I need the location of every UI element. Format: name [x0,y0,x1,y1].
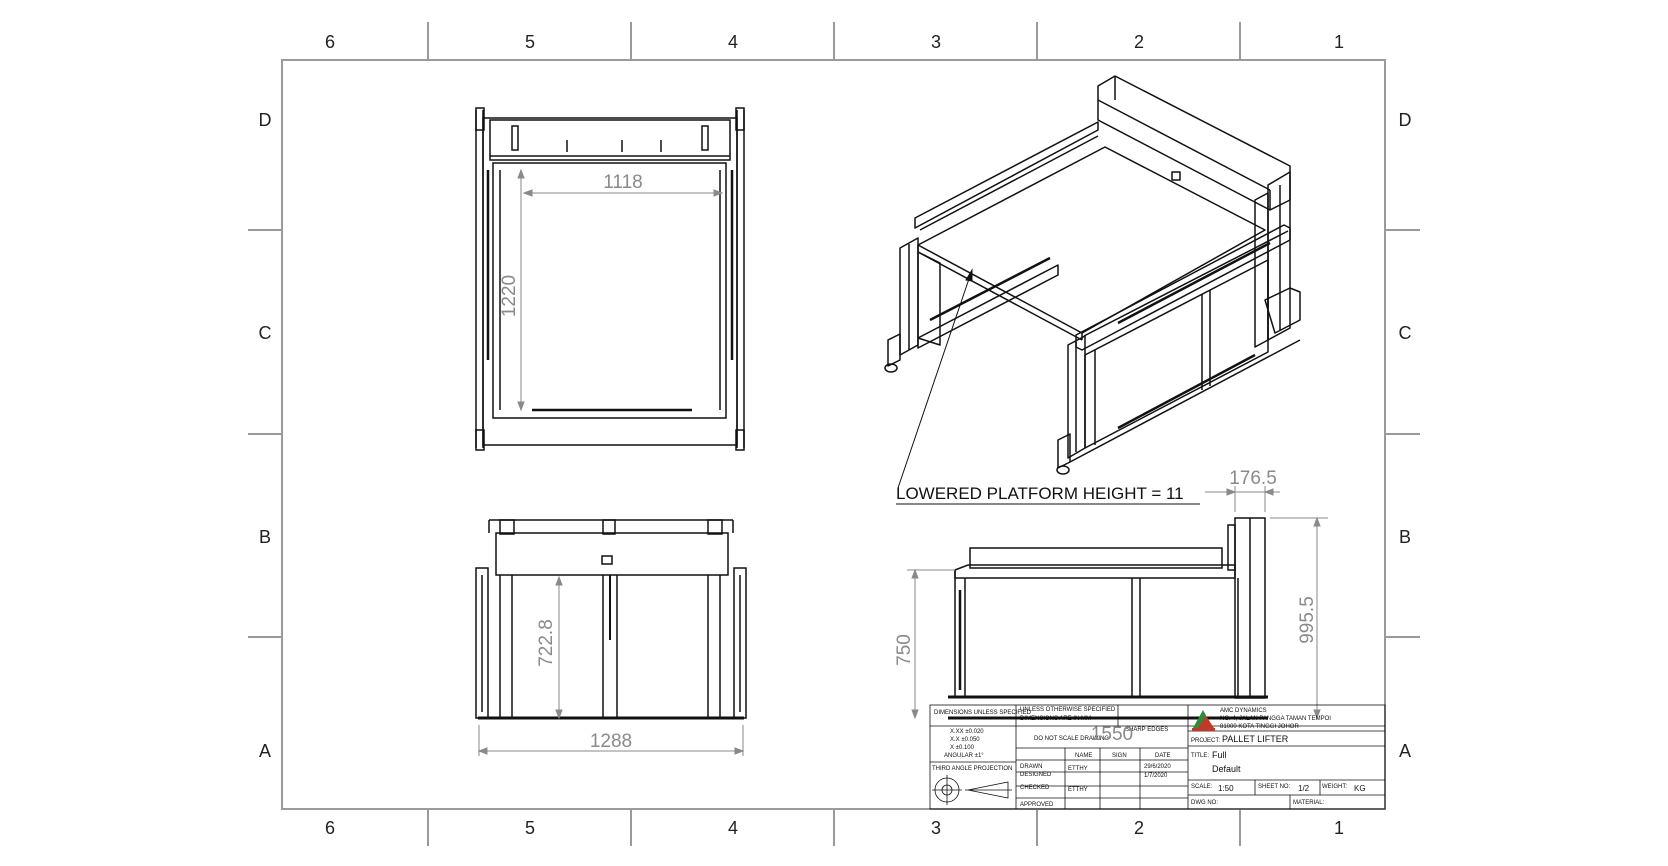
zone-labels-left: D C B A [259,110,272,761]
tb-sheet-no: 1/2 [1298,784,1310,793]
sheet-frame [248,22,1420,846]
zone-col-4-bottom: 4 [728,818,738,838]
dim-side-height: 750 [894,634,915,666]
tb-weight: KG [1354,784,1366,793]
zone-row-c-left: C [259,323,272,343]
tb-config: Default [1212,764,1241,774]
tb-company2: NO. 4, JALAN PANGGA TAMAN TEMPOI [1220,716,1331,722]
tb-drawn: DRAWN [1020,764,1042,770]
tb-company3: 81000 KOTA TINGGI JOHOR [1220,724,1299,730]
tb-title-value: Full [1212,750,1227,760]
tb-designed: DESIGNED [1020,772,1052,778]
platform-leader [896,268,1200,505]
tb-approved: APPROVED [1020,802,1054,808]
dim-side-height-total: 995.5 [1297,596,1318,644]
dim-side-width: 1550 [1091,724,1133,745]
zone-col-2-bottom: 2 [1134,818,1144,838]
platform-height-note: LOWERED PLATFORM HEIGHT = 11 [896,484,1184,503]
tb-drawn-date: 29/6/2020 [1144,764,1171,770]
zone-labels-top: 6 5 4 3 2 1 [325,32,1344,52]
zone-labels-right: D C B A [1399,110,1412,761]
title-block [929,704,1386,810]
tb-project-label: PROJECT: [1191,738,1220,744]
zone-col-6-bottom: 6 [325,818,335,838]
zone-col-3-top: 3 [931,32,941,52]
zone-row-a-right: A [1399,741,1411,761]
front-view [475,519,747,720]
tb-checked: CHECKED [1020,785,1050,791]
tb-material-label: MATERIAL: [1293,800,1325,806]
tb-dwg-label: DWG NO: [1191,800,1218,806]
zone-col-1-bottom: 1 [1334,818,1344,838]
zone-col-2-top: 2 [1134,32,1144,52]
zone-row-d-left: D [259,110,272,130]
zone-row-b-right: B [1399,527,1411,547]
tb-designed-date: 1/7/2020 [1144,773,1168,779]
zone-row-a-left: A [259,741,271,761]
zone-col-1-top: 1 [1334,32,1344,52]
tb-project: PALLET LIFTER [1222,734,1289,744]
tb-drawn-by: ETTHY [1068,766,1088,772]
tb-no-scale: DO NOT SCALE DRAWING [1034,736,1109,742]
tb-company1: AMC DYNAMICS [1220,708,1267,714]
top-view-dimensions [517,168,724,412]
dim-front-width: 1288 [590,731,632,752]
tb-sheet-label: SHEET NO: [1258,784,1291,790]
tb-left-header: DIMENSIONS UNLESS SPECIFIED [934,710,1032,716]
front-view-dimensions [477,575,745,756]
zone-col-5-top: 5 [525,32,535,52]
dim-front-height: 722.8 [536,619,557,667]
zone-row-c-right: C [1399,323,1412,343]
tb-tol3: X ±0.100 [950,745,975,751]
tb-title-label: TITLE: [1191,753,1209,759]
zone-row-b-left: B [259,527,271,547]
zone-labels-bottom: 6 5 4 3 2 1 [325,818,1344,838]
zone-col-4-top: 4 [728,32,738,52]
tb-left-sub1: UNLESS OTHERWISE SPECIFIED [1020,707,1116,713]
zone-col-6-top: 6 [325,32,335,52]
company-logo-icon [1192,710,1215,731]
tb-col-date: DATE [1155,753,1171,759]
dim-top-width: 1118 [603,172,642,193]
tb-col-name: NAME [1075,753,1092,759]
tb-tol1: X.XX ±0.020 [950,729,984,735]
third-angle-projection-icon [932,775,1012,805]
isometric-view [884,75,1301,475]
zone-row-d-right: D [1399,110,1412,130]
dim-side-offset: 176.5 [1229,468,1277,489]
tb-angular: ANGULAR ±1° [944,753,984,759]
tb-scale-label: SCALE: [1191,784,1213,790]
zone-col-5-bottom: 5 [525,818,535,838]
tb-sharp: SHARP EDGES [1125,727,1168,733]
top-view [475,107,745,451]
tb-projection: THIRD ANGLE PROJECTION [932,766,1012,772]
tb-checked-by: ETTHY [1068,787,1088,793]
side-view-dimensions [907,486,1328,720]
tb-col-sign: SIGN [1112,753,1127,759]
title-block-text: DIMENSIONS UNLESS SPECIFIED UNLESS OTHER… [932,707,1366,808]
side-view [948,517,1268,720]
dim-top-depth: 1220 [499,275,520,317]
tb-left-sub2: DIMENSIONS ARE IN MM [1020,716,1091,722]
tb-scale: 1:50 [1218,784,1234,793]
zone-col-3-bottom: 3 [931,818,941,838]
tb-weight-label: WEIGHT: [1322,784,1347,790]
tb-tol2: X.X ±0.050 [950,737,980,743]
